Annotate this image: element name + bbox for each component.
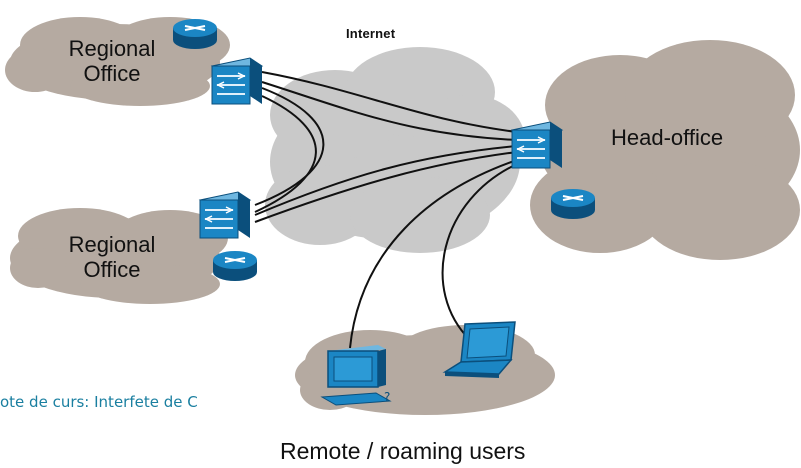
remote-users-label: Remote / roaming users xyxy=(280,438,526,464)
link-regional-top-to-head-a xyxy=(261,71,518,133)
router-icon xyxy=(173,19,217,49)
regional-office-cloud-top xyxy=(5,17,230,106)
head-office-cloud xyxy=(530,40,800,260)
firewall-icon xyxy=(198,191,252,239)
regional-office-top-line2: Office xyxy=(83,61,141,87)
link-regional-top-to-head-b xyxy=(261,81,518,141)
firewall-icon xyxy=(210,57,264,105)
link-regional-top-to-regional-bottom-b xyxy=(254,95,317,213)
internet-cloud xyxy=(265,47,525,253)
link-head-to-desktop xyxy=(349,159,518,349)
overlay-caption: ote de curs: Interfete de C xyxy=(0,393,198,411)
regional-office-cloud-bottom xyxy=(10,208,228,304)
regional-office-top-line1: Regional xyxy=(68,36,156,61)
router-icon xyxy=(213,251,257,281)
link-regional-bottom-to-head-a xyxy=(254,145,518,216)
desktop-computer-icon: ? xyxy=(320,345,392,406)
link-head-to-laptop xyxy=(441,163,518,341)
regional-office-bottom-line2: Office xyxy=(83,257,141,283)
regional-office-label-bottom: Regional Office xyxy=(42,232,182,283)
connection-lines xyxy=(254,71,518,349)
link-regional-bottom-to-head-b xyxy=(254,151,518,223)
svg-text:?: ? xyxy=(384,390,390,404)
regional-office-bottom-line1: Regional xyxy=(68,232,156,257)
internet-label: Internet xyxy=(346,26,396,41)
router-icon xyxy=(551,189,595,219)
regional-office-label-top: Regional Office xyxy=(42,36,182,87)
firewall-icon xyxy=(510,121,564,169)
laptop-icon xyxy=(442,321,516,378)
link-regional-top-to-regional-bottom-a xyxy=(254,87,325,206)
head-office-label: Head-office xyxy=(611,125,724,150)
